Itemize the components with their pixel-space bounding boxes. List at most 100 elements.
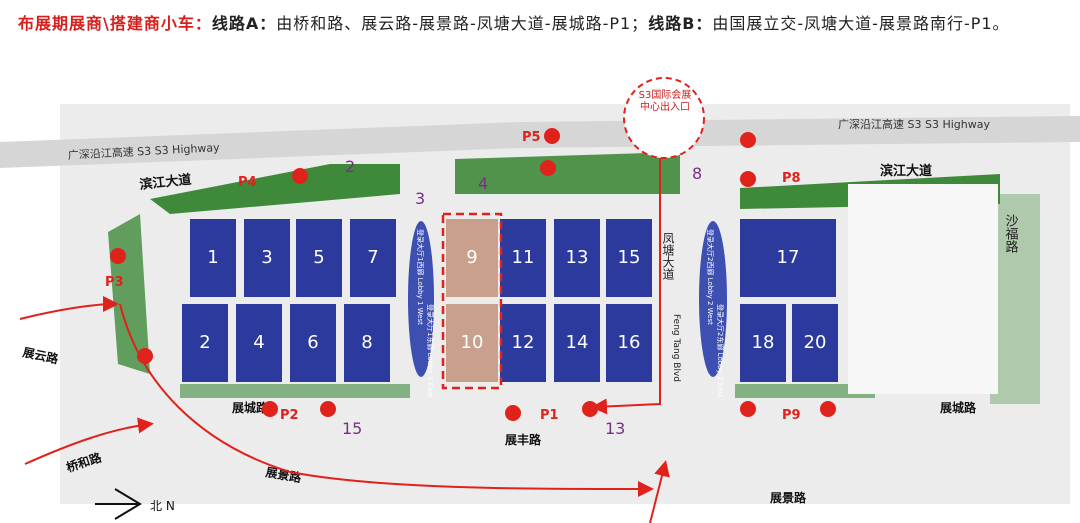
lobby-2-west-label: 登录大厅2西廊 Lobby 2 West (706, 229, 715, 325)
hall-4[interactable] (236, 304, 282, 382)
hall-label-20: 20 (804, 332, 827, 353)
hall-label-11: 11 (512, 247, 535, 268)
route-b-text: 由国展立交-凤塘大道-展景路南行-P1。 (712, 14, 1010, 33)
hall-12[interactable] (500, 304, 546, 382)
fengtang-en-label: Feng Tang Blvd (671, 314, 681, 382)
entry-icon-p5[interactable] (544, 128, 560, 144)
hall-label-17: 17 (777, 247, 800, 268)
lobby-1-east-label: 登录大厅1东廊 Lobby 1 East (426, 304, 435, 398)
highway-band (0, 116, 1080, 168)
hall-1[interactable] (190, 219, 236, 297)
gate-labels: 2 3 4 8 13 15 (342, 157, 702, 438)
hall-15[interactable] (606, 219, 652, 297)
hall-grid (182, 219, 838, 382)
entry-icon-p1[interactable] (505, 405, 521, 421)
parking-p3[interactable]: P3 (105, 275, 124, 290)
hall-5[interactable] (296, 219, 342, 297)
entry-icon-p8[interactable] (740, 171, 756, 187)
hall-labels: 1 3 5 7 9 11 13 15 17 2 4 6 8 10 12 14 1… (199, 247, 826, 353)
green-south-left (180, 384, 410, 398)
hall-label-14: 14 (566, 332, 589, 353)
route-line-south (649, 460, 670, 523)
hall-label-13: 13 (566, 247, 589, 268)
route-line-main (119, 303, 654, 497)
hall-label-1: 1 (207, 247, 218, 268)
hall-18[interactable] (740, 304, 786, 382)
hall-2[interactable] (182, 304, 228, 382)
hall-11[interactable] (500, 219, 546, 297)
route-a-text: 由桥和路、展云路-展景路-凤塘大道-展城路-P1； (276, 14, 649, 33)
hall-label-8: 8 (361, 332, 372, 353)
hall-8[interactable] (344, 304, 390, 382)
hall-label-16: 16 (618, 332, 641, 353)
hall-17[interactable] (740, 219, 836, 297)
hall-14[interactable] (554, 304, 600, 382)
venue-map: 广深沿江高速 S3 S3 Highway 广深沿江高速 S3 S3 Highwa… (0, 64, 1080, 523)
entry-icon-p9-left[interactable] (740, 401, 756, 417)
header-label: 布展期展商\搭建商小车： (18, 14, 212, 33)
binjiang-left-label: 滨江大道 (139, 172, 192, 193)
north-compass: 北 N (95, 488, 175, 520)
entry-icon-p4[interactable] (292, 168, 308, 184)
zhanjing-right-label: 展景路 (770, 490, 807, 505)
zhancheng-left-label: 展城路 (232, 400, 269, 415)
gate-8: 8 (692, 164, 702, 183)
gate-15: 15 (342, 419, 362, 438)
entry-icon-west[interactable] (137, 348, 153, 364)
hall-label-10: 10 (461, 332, 484, 353)
entry-icon-top-right[interactable] (740, 132, 756, 148)
highlight-box (441, 212, 503, 390)
gate-13: 13 (605, 419, 625, 438)
route-line-fengtang (591, 144, 661, 415)
hall-3[interactable] (244, 219, 290, 297)
entry-icons (110, 128, 836, 421)
hall-label-5: 5 (313, 247, 324, 268)
hall-label-18: 18 (752, 332, 775, 353)
fengtang-cn-label: 凤塘大道 (661, 232, 675, 280)
hall-13[interactable] (554, 219, 600, 297)
hall-label-15: 15 (618, 247, 641, 268)
hall-9[interactable] (446, 219, 498, 297)
lobby-2-east-label: 登录大厅2东廊 Lobby 2 East (716, 304, 725, 398)
parking-p1[interactable]: P1 (540, 408, 559, 423)
entry-icon-p2[interactable] (262, 401, 278, 417)
green-strip-left (150, 164, 400, 214)
hall-label-6: 6 (307, 332, 318, 353)
hall-7[interactable] (350, 219, 396, 297)
green-strip-mid (455, 152, 680, 194)
entry-icon-15[interactable] (320, 401, 336, 417)
hall-label-7: 7 (367, 247, 378, 268)
parking-p2[interactable]: P2 (280, 408, 299, 423)
north-label: 北 N (150, 499, 175, 513)
lobby-1[interactable] (408, 221, 434, 377)
hall-label-9: 9 (466, 247, 477, 268)
route-a-label: 线路A： (211, 14, 277, 33)
hall-10[interactable] (446, 304, 498, 382)
s3-exit-circle (623, 77, 705, 159)
s3-exit-label: S3国际会展中心出入口 (638, 90, 692, 113)
entry-icon-13[interactable] (582, 401, 598, 417)
zhanfeng-road-label: 展丰路 (505, 432, 542, 447)
lobby-2[interactable] (699, 221, 727, 377)
zhancheng-right-label: 展城路 (940, 400, 977, 415)
hall-label-2: 2 (199, 332, 210, 353)
hall-16[interactable] (606, 304, 652, 382)
hall-label-3: 3 (261, 247, 272, 268)
hall-label-4: 4 (253, 332, 264, 353)
entry-icon-p3[interactable] (110, 248, 126, 264)
parking-p4[interactable]: P4 (238, 175, 257, 190)
route-b-label: 线路B： (648, 14, 713, 33)
parking-p9[interactable]: P9 (782, 408, 801, 423)
route-line-qiaohe (24, 417, 154, 465)
entry-icon-p9-right[interactable] (820, 401, 836, 417)
hall-label-12: 12 (512, 332, 535, 353)
parking-p5[interactable]: P5 (522, 130, 541, 145)
parking-labels: P1 P2 P3 P4 P5 P8 P9 (105, 130, 801, 423)
gate-3: 3 (415, 189, 425, 208)
hall-20[interactable] (792, 304, 838, 382)
parking-p8[interactable]: P8 (782, 171, 801, 186)
highway-label-right: 广深沿江高速 S3 S3 Highway (838, 117, 990, 131)
hall-6[interactable] (290, 304, 336, 382)
lobby-1-west-label: 登录大厅1西廊 Lobby 1 West (416, 229, 425, 325)
entry-icon-top-mid[interactable] (540, 160, 556, 176)
